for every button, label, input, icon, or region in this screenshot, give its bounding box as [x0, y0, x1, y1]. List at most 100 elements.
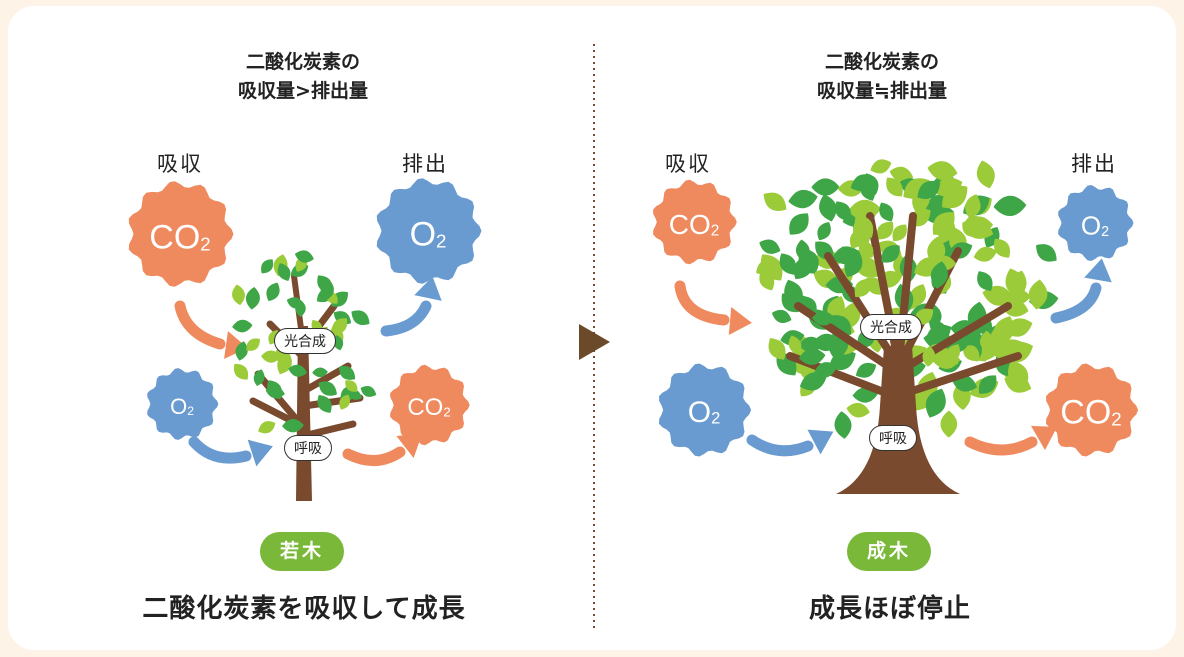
leaf	[979, 330, 994, 353]
leaf	[976, 160, 995, 189]
leaf	[858, 240, 874, 258]
right-respiration-pill: 呼吸	[869, 425, 917, 451]
emit-arrow	[964, 425, 1058, 456]
leaf	[759, 269, 775, 291]
leaf	[927, 161, 958, 180]
leaf	[993, 195, 1027, 216]
leaf	[846, 402, 870, 418]
leaf	[282, 418, 304, 433]
co2-bubble	[390, 364, 470, 446]
leaf	[312, 367, 328, 378]
leaf	[835, 201, 851, 221]
leaf	[759, 239, 781, 254]
absorb-arrow	[174, 300, 248, 359]
leaf	[977, 271, 993, 292]
emit-arrow	[342, 433, 423, 466]
leaf	[937, 217, 956, 244]
leaf	[940, 410, 958, 438]
leaf	[756, 260, 774, 275]
o2-bubble	[376, 178, 482, 284]
leaf	[844, 251, 863, 278]
leaf	[853, 223, 870, 244]
leaf	[929, 321, 948, 336]
leaf	[771, 309, 792, 323]
leaf	[870, 159, 892, 174]
leaf	[811, 311, 836, 326]
leaf	[813, 362, 838, 378]
left-emit-label: 排出	[402, 152, 448, 176]
leaf	[265, 386, 285, 399]
right-absorb-label: 吸収	[665, 152, 711, 176]
diagram-canvas	[128, 44, 1139, 628]
leaf	[318, 381, 337, 396]
right-emit-label: 排出	[1071, 152, 1117, 176]
leaf	[345, 380, 358, 392]
leaf	[768, 338, 786, 360]
leaf	[320, 279, 334, 301]
leaf	[1036, 244, 1057, 262]
leaf	[876, 221, 894, 240]
right-photosynthesis-pill: 光合成	[860, 314, 922, 340]
o2-bubble	[1058, 185, 1134, 261]
leaf	[925, 388, 946, 418]
co2-bubble	[1046, 363, 1139, 457]
leaf	[288, 364, 308, 377]
emit-arrow	[1050, 258, 1112, 324]
leaf	[933, 177, 963, 197]
leaf	[246, 338, 260, 351]
leaf	[817, 221, 831, 241]
left-heading: 二酸化炭素の 吸収量>排出量	[238, 48, 368, 106]
leaf	[332, 318, 348, 334]
leaf	[261, 259, 274, 274]
leaf	[788, 335, 802, 355]
leaf	[962, 344, 980, 361]
leaf	[233, 363, 249, 380]
leaf	[966, 194, 980, 215]
leaf	[922, 345, 936, 367]
right-heading-line2: 吸収量≒排出量	[817, 80, 947, 102]
leaf	[1028, 279, 1048, 310]
transition-arrow	[579, 324, 610, 360]
left-absorb-label: 吸収	[157, 152, 203, 176]
leaf	[788, 189, 818, 209]
left-co2-emit-text: CO2	[407, 394, 451, 421]
left-photosynthesis-pill: 光合成	[274, 328, 336, 354]
right-o2-absorb-text: O2	[687, 396, 721, 429]
leaf	[834, 411, 852, 439]
co2-bubble	[128, 181, 234, 287]
leaf	[886, 177, 903, 197]
mature-tree	[756, 159, 1059, 494]
leaf	[232, 319, 253, 333]
leaf	[779, 253, 797, 275]
leaf	[990, 328, 1004, 350]
leaf	[962, 222, 977, 237]
leaf	[277, 263, 291, 281]
left-respiration-pill: 呼吸	[284, 435, 332, 461]
leaf	[811, 178, 840, 196]
leaf	[351, 310, 370, 326]
left-caption: 二酸化炭素を吸収して成長	[142, 594, 466, 624]
leaf	[819, 194, 837, 222]
leaf	[1008, 360, 1029, 389]
leaf	[295, 300, 306, 318]
leaf	[932, 351, 961, 369]
leaf	[799, 372, 827, 391]
leaf	[235, 341, 248, 361]
right-heading-line1: 二酸化炭素の	[824, 51, 940, 73]
right-caption: 成長ほぼ停止	[808, 594, 972, 624]
leaf	[253, 369, 265, 386]
leaf	[978, 375, 997, 394]
emit-arrow	[380, 276, 442, 337]
co2-bubble	[653, 179, 737, 265]
leaf	[360, 386, 377, 397]
leaf	[798, 348, 826, 365]
absorb-arrow	[674, 280, 752, 335]
leaf	[854, 278, 871, 298]
leaf	[917, 180, 941, 200]
leaf	[763, 192, 787, 211]
leaf	[889, 166, 914, 182]
absorb-arrow	[188, 436, 273, 467]
leaf	[294, 250, 314, 263]
leaf	[339, 394, 350, 410]
leaf	[860, 179, 876, 201]
